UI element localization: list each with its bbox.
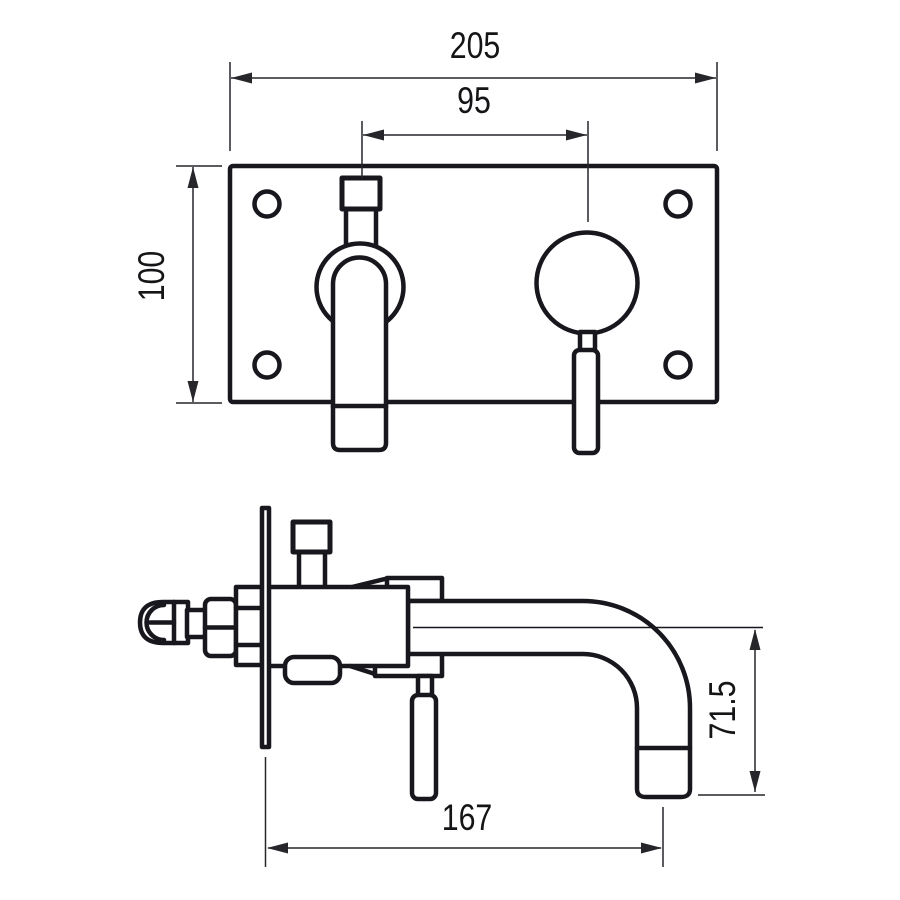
dim-95-arrow-left: [363, 129, 384, 141]
lever-handle-side: [409, 692, 439, 802]
mounting-hole-bottom-right: [663, 350, 693, 380]
dim-205-arrow-right: [695, 72, 716, 84]
dim-100-arrow-top: [187, 167, 199, 188]
spout-top-square-front: [339, 175, 383, 212]
mounting-hole-top-left: [252, 189, 282, 219]
body-flange-crease-upper: [349, 576, 390, 590]
spout-tube-side: [405, 598, 693, 800]
dimension-annotations: 205 95 100 167 71.5: [131, 25, 765, 867]
body-flange-crease-lower: [347, 663, 378, 677]
dim-label-overall-width: 205: [450, 25, 501, 67]
mounting-hole-bottom-left: [252, 350, 282, 380]
wall-plate-front: [227, 163, 720, 405]
valve-body-side: [264, 584, 411, 669]
control-knob-front: [534, 230, 640, 336]
valve-flange-side: [233, 584, 265, 668]
dim-71-arrow-top: [749, 629, 761, 650]
lever-handle-front: [571, 347, 601, 456]
valve-cap-dome-line: [144, 602, 167, 643]
dim-label-plate-height: 100: [131, 251, 173, 302]
dim-205-arrow-left: [231, 72, 252, 84]
dim-167-arrow-right: [641, 842, 662, 854]
dim-71-arrow-bottom: [749, 771, 761, 792]
top-knob-square-side: [290, 519, 333, 555]
mounting-hole-top-right: [663, 189, 693, 219]
dim-95-arrow-right: [566, 129, 587, 141]
check-valve-pill-side: [282, 654, 343, 686]
dim-100-arrow-bottom: [187, 381, 199, 402]
side-elevation-view: [137, 505, 763, 867]
spout-body-front: [330, 255, 389, 410]
wall-plate-side: [259, 505, 272, 750]
dim-label-spout-projection: 167: [442, 797, 493, 839]
front-elevation-view: [227, 163, 720, 456]
dim-label-spout-drop: 71.5: [702, 680, 744, 739]
dim-label-centre-spacing: 95: [457, 80, 491, 122]
spout-tip-front: [330, 403, 389, 453]
dim-167-arrow-left: [267, 842, 288, 854]
